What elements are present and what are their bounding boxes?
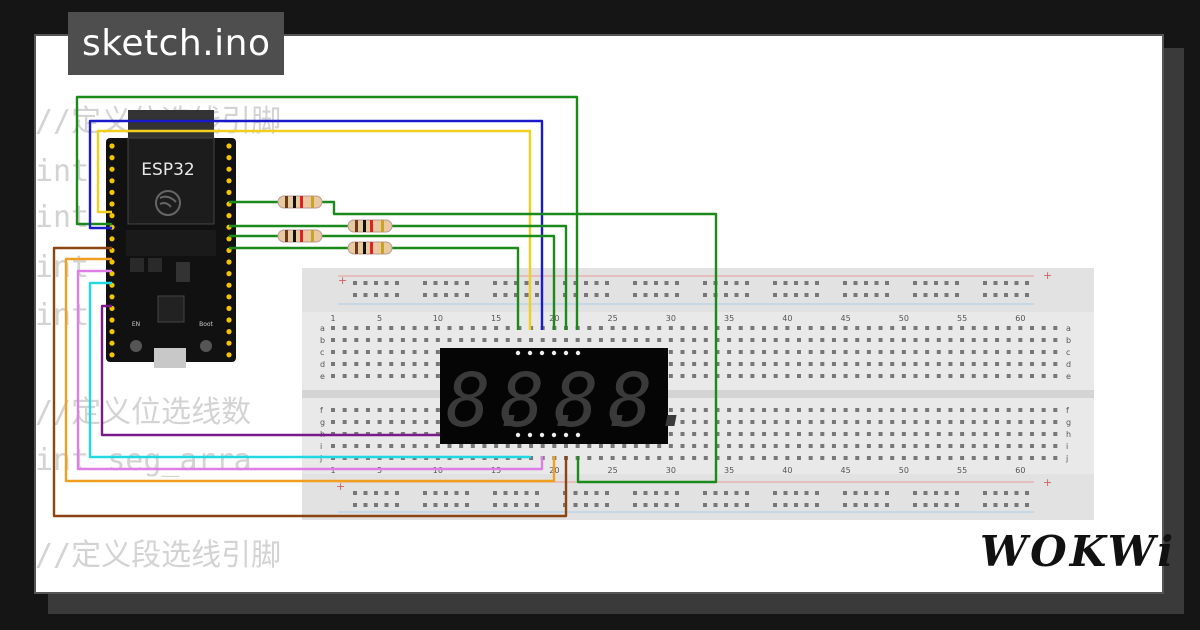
column-number-top: 1 (330, 314, 335, 323)
column-number-bottom: 40 (782, 466, 792, 475)
row-letter: f (320, 406, 323, 415)
resistors (277, 195, 393, 255)
row-letter: j (1065, 454, 1068, 463)
column-number-top: 45 (841, 314, 851, 323)
column-number-top: 5 (377, 314, 382, 323)
column-number-bottom: 50 (899, 466, 909, 475)
column-number-bottom: 35 (724, 466, 734, 475)
column-number-bottom: 55 (957, 466, 967, 475)
row-letter: f (1066, 406, 1069, 415)
code-line-8: //定义段选线引脚 (35, 538, 282, 573)
column-number-bottom: 45 (841, 466, 851, 475)
column-number-bottom: 1 (330, 466, 335, 475)
column-number-top: 55 (957, 314, 967, 323)
en-button-label: EN (132, 321, 140, 328)
column-number-bottom: 5 (377, 466, 382, 475)
wire-green-r1b (322, 200, 718, 484)
row-letter: d (320, 360, 325, 369)
display-top-pins (515, 350, 581, 356)
column-number-top: 15 (491, 314, 501, 323)
column-number-bottom: 15 (491, 466, 501, 475)
wire-green-r3b (322, 234, 556, 330)
display-digits: 8. 8. 8. 8. (446, 358, 697, 444)
rail-plus-right-top: + (1043, 269, 1052, 282)
row-letter: g (1066, 418, 1071, 427)
wire-green-top (75, 95, 579, 330)
wire-green-r4b (392, 246, 520, 330)
breadboard-labels: 1155101015152020252530303535404045455050… (319, 314, 1071, 475)
wire-orange (64, 257, 556, 483)
code-line-7: int seg_arra (35, 443, 252, 478)
resistor-2 (347, 219, 393, 233)
column-number-top: 50 (899, 314, 909, 323)
resistor-1 (277, 195, 323, 209)
wire-brown (52, 246, 568, 518)
column-number-bottom: 25 (608, 466, 618, 475)
boot-button-label: Boot (199, 321, 213, 328)
wire-green-r2b (392, 224, 568, 330)
display-digit-3: 8. (554, 358, 643, 444)
row-letter: h (1066, 430, 1071, 439)
seven-segment-display: 8. 8. 8. 8. (440, 348, 697, 444)
rail-plus-left-bottom: + (336, 480, 345, 493)
row-letter: a (1066, 324, 1071, 333)
row-letter: c (320, 348, 324, 357)
column-number-top: 25 (608, 314, 618, 323)
wire-yellow (96, 129, 532, 330)
row-letter: i (1066, 442, 1068, 451)
wire-purple (100, 304, 518, 437)
file-name-tab: sketch.ino (68, 12, 285, 75)
column-number-bottom: 10 (433, 466, 443, 475)
column-number-top: 60 (1015, 314, 1025, 323)
column-number-top: 40 (782, 314, 792, 323)
display-digit-4: 8. (608, 358, 697, 444)
row-letter: e (320, 372, 325, 381)
row-letter: c (1066, 348, 1070, 357)
wire-pink (76, 269, 544, 471)
row-letter: b (320, 336, 325, 345)
row-letter: d (1066, 360, 1071, 369)
row-letter: g (320, 418, 325, 427)
code-line-6: //定义位选线数 (35, 395, 252, 430)
resistor-3 (277, 229, 323, 243)
row-letter: b (1066, 336, 1071, 345)
wokwi-logo-text: WOKWi (980, 527, 1176, 576)
esp32-board: ESP32 EN Boot (106, 110, 236, 368)
row-letter: e (1066, 372, 1071, 381)
rail-plus-left-top: + (338, 274, 347, 287)
row-letter: j (319, 454, 322, 463)
row-letter: a (320, 324, 325, 333)
espressif-logo-icon (155, 190, 181, 216)
column-number-bottom: 60 (1015, 466, 1025, 475)
wires (52, 95, 718, 518)
display-bottom-pins (515, 432, 581, 438)
wire-blue (88, 119, 544, 330)
column-number-top: 30 (666, 314, 676, 323)
resistor-4 (347, 241, 393, 255)
column-number-top: 35 (724, 314, 734, 323)
row-letter: i (320, 442, 322, 451)
column-number-bottom: 30 (666, 466, 676, 475)
esp32-label: ESP32 (141, 160, 194, 180)
wire-cyan (88, 281, 532, 459)
rail-plus-right-bottom: + (1043, 476, 1052, 489)
column-number-top: 10 (433, 314, 443, 323)
wokwi-logo: WOKWi (980, 527, 1173, 576)
display-digit-2: 8. (500, 358, 589, 444)
display-digit-1: 8. (446, 358, 535, 444)
